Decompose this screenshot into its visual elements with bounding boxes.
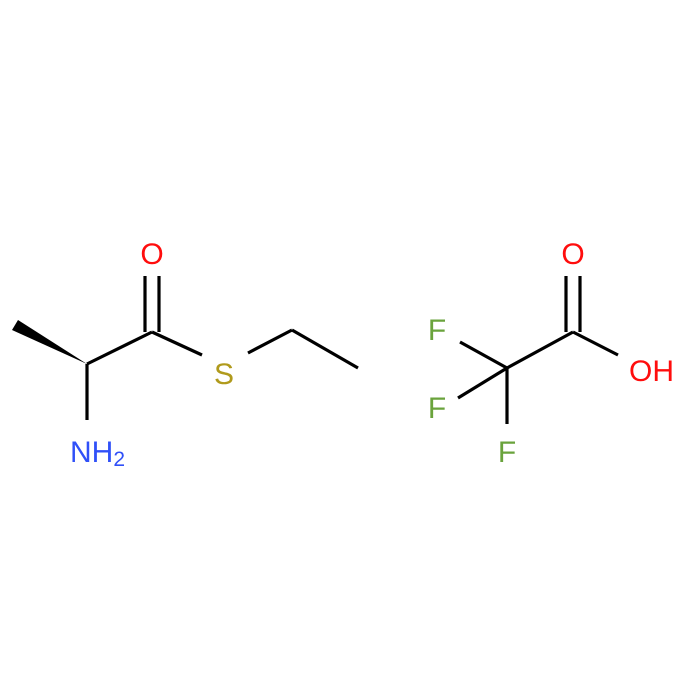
atom-label-acid-oxygen: O: [561, 238, 584, 271]
atom-label-oxygen: O: [140, 238, 163, 271]
bond-methylene-methyl: [291, 328, 359, 370]
bond-sulfur-methylene: [247, 328, 293, 355]
bond-calpha-carbonyl: [86, 330, 153, 366]
bond-carbonyl-sulfur: [151, 330, 203, 357]
atom-label-amine: NH2: [70, 436, 125, 471]
atom-label-fluorine-1: F: [428, 314, 446, 347]
stereo-wedge-bond: [12, 320, 87, 364]
atom-label-hydroxyl: OH: [629, 355, 674, 388]
molecule-trifluoroacetic-acid: O OH F F F: [428, 238, 674, 469]
amine-label-subscript: 2: [113, 448, 125, 471]
bond-carbonyl-hydroxyl: [572, 330, 619, 357]
molecule-aminothioester: O S NH2: [12, 238, 359, 471]
atom-label-fluorine-3: F: [498, 436, 516, 469]
bond-cf3-carbonyl: [506, 330, 574, 370]
atom-label-sulfur: S: [214, 358, 234, 391]
bond-carbon-fluorine-2: [457, 366, 508, 400]
amine-label-text: NH: [70, 436, 113, 469]
bond-carbon-fluorine-1: [459, 340, 508, 370]
atom-label-fluorine-2: F: [428, 392, 446, 425]
